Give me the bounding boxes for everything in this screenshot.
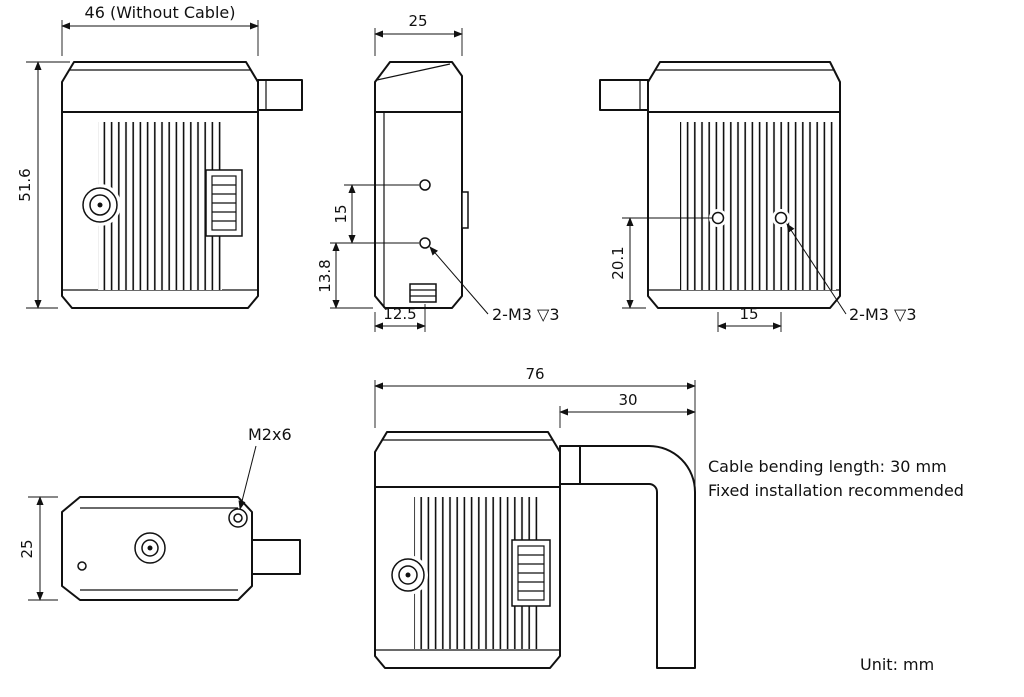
- bent-cable: [579, 445, 696, 669]
- side-screw-hole-top: [419, 179, 431, 191]
- side-connector-notch: [461, 191, 469, 229]
- top-screw-label-text: M2x6: [248, 425, 292, 444]
- side-hole-offset-dim-text: 13.8: [316, 259, 334, 292]
- rear-hole-pitch-dim-text: 15: [739, 305, 758, 323]
- front-cable-stub: [257, 79, 303, 111]
- side-edge-offset-dim-text: 12.5: [383, 305, 416, 323]
- side-cap-inner-line: [376, 63, 451, 81]
- front-view-dimensions: 46 (Without Cable) 51.6: [16, 3, 259, 309]
- top-small-hole: [77, 561, 87, 571]
- rear-screw-hole-left: [711, 211, 725, 225]
- rear-view-dimensions: 20.1 15 2-M3 ▽3: [609, 217, 917, 332]
- side-depth-dim-text: 25: [408, 12, 427, 30]
- front-connector-pins: [212, 184, 236, 222]
- unit-label: Unit: mm: [860, 655, 934, 674]
- side-screw-hole-bottom: [419, 237, 431, 249]
- rear-cable-stub: [599, 79, 649, 111]
- top-view: 25 M2x6: [18, 425, 301, 601]
- top-screw-center: [233, 513, 243, 523]
- leader-line: [786, 223, 847, 315]
- rear-view: 20.1 15 2-M3 ▽3: [599, 61, 917, 332]
- side-thread-label-text: 2-M3 ▽3: [492, 305, 560, 324]
- front-lens-center: [97, 202, 103, 208]
- leader-line: [429, 246, 489, 315]
- side-hole-pitch-dim-text: 15: [332, 204, 350, 223]
- note-line1: Cable bending length: 30 mm: [708, 457, 947, 476]
- front-width-dim-text: 46 (Without Cable): [85, 3, 236, 22]
- cable-view-connector-pins: [518, 554, 544, 592]
- cable-view: 76 30: [374, 365, 696, 669]
- side-view-dimensions: 25 15 13.8 12.5 2-M3 ▽3: [316, 12, 560, 332]
- rear-ribs: [680, 122, 836, 290]
- notes: Cable bending length: 30 mm Fixed instal…: [708, 457, 964, 500]
- cable-view-dimensions: 76 30: [374, 365, 696, 488]
- top-lens-center: [147, 545, 153, 551]
- front-height-dim-text: 51.6: [16, 168, 34, 201]
- cable-bend-dim-text: 30: [618, 391, 637, 409]
- rear-hole-height-dim-text: 20.1: [609, 246, 627, 279]
- side-cap: [374, 61, 463, 113]
- top-view-dimensions: 25 M2x6: [18, 425, 292, 601]
- leader-line: [238, 445, 257, 510]
- cable-gland: [559, 445, 581, 485]
- top-cable-stub: [251, 539, 301, 575]
- side-view: 25 15 13.8 12.5 2-M3 ▽3: [316, 12, 560, 332]
- note-line2: Fixed installation recommended: [708, 481, 964, 500]
- rear-thread-label-text: 2-M3 ▽3: [849, 305, 917, 324]
- front-view: 46 (Without Cable) 51.6: [16, 3, 303, 309]
- top-depth-dim-text: 25: [18, 539, 36, 558]
- side-bottom-feature: [409, 283, 437, 303]
- cable-view-lens-center: [405, 572, 411, 578]
- rear-screw-hole-right: [774, 211, 788, 225]
- cable-overall-width-dim-text: 76: [525, 365, 544, 383]
- side-body: [374, 111, 463, 309]
